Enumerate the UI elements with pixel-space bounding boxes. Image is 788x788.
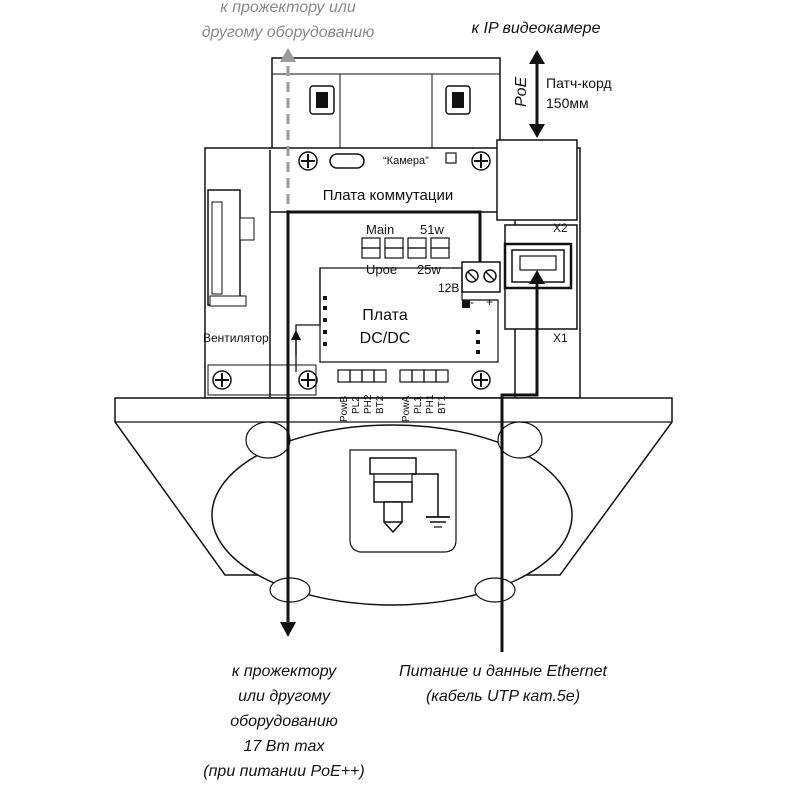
label-bottom-left-5: (при питании PoE++): [203, 763, 364, 780]
label-bottom-left-1: к прожектору: [232, 663, 337, 680]
led-labels: PowB PL2 PH2 BT2 PowA PL1 PH1 BT1: [339, 394, 448, 422]
label-x1: X1: [553, 331, 568, 345]
label-camera: “Камера”: [383, 155, 429, 167]
label-51w: 51w: [420, 222, 444, 237]
label-patch-cord-2: 150мм: [546, 95, 589, 111]
led-label-powb: PowB: [339, 396, 350, 422]
label-fan: Вентилятор: [203, 331, 269, 345]
label-switching-board: Плата коммутации: [323, 187, 454, 204]
led-label-powa: PowA: [401, 396, 412, 422]
label-upoe: Upoe: [366, 262, 397, 277]
screw-top-left: [298, 151, 318, 171]
label-x2: X2: [553, 221, 568, 235]
ground-bolt: [369, 457, 450, 534]
label-bottom-right-2: (кабель UTP кат.5e): [426, 688, 580, 705]
led-strip-left: [337, 369, 387, 383]
label-ip-camera: к IP видеокамере: [472, 20, 601, 37]
screw-bottom-right: [471, 370, 491, 390]
label-dcdc-1: Плата: [362, 307, 408, 324]
label-top-left-1: к прожектору или: [220, 0, 356, 16]
label-poe: PoE: [513, 76, 530, 107]
wire-ethernet: [500, 280, 539, 652]
led-label-bt2: BT2: [375, 395, 386, 414]
label-bottom-left-3: оборудованию: [230, 713, 338, 730]
label-dcdc-2: DC/DC: [360, 330, 411, 347]
terminal-12v: [461, 261, 501, 293]
led-strip-right: [399, 369, 449, 383]
label-minus: -: [470, 295, 474, 309]
label-25w: 25w: [417, 262, 441, 277]
label-top-left-2: другому оборудованию: [202, 24, 375, 41]
led-label-bt1: BT1: [437, 395, 448, 414]
camera-marker: [445, 152, 457, 164]
label-plus: +: [486, 295, 493, 309]
led-label-ph1: PH1: [425, 394, 436, 414]
led-label-ph2: PH2: [363, 394, 374, 414]
led-label-pl2: PL2: [351, 396, 362, 414]
label-bottom-right-1: Питание и данные Ethernet: [399, 663, 607, 680]
screw-top-right: [471, 151, 491, 171]
screw-fan: [212, 370, 232, 390]
jumpers: [361, 237, 450, 259]
label-main: Main: [366, 222, 394, 237]
led-label-pl1: PL1: [413, 396, 424, 414]
screw-bottom-left: [298, 370, 318, 390]
label-12v: 12В: [438, 281, 459, 295]
label-bottom-left-2: или другому: [238, 688, 331, 705]
label-patch-cord-1: Патч-корд: [546, 75, 612, 91]
top-bracket: [271, 57, 501, 151]
board-screws: [207, 151, 491, 396]
wire-power-out: [286, 210, 482, 625]
label-bottom-left-4: 17 Вт max: [244, 738, 326, 755]
